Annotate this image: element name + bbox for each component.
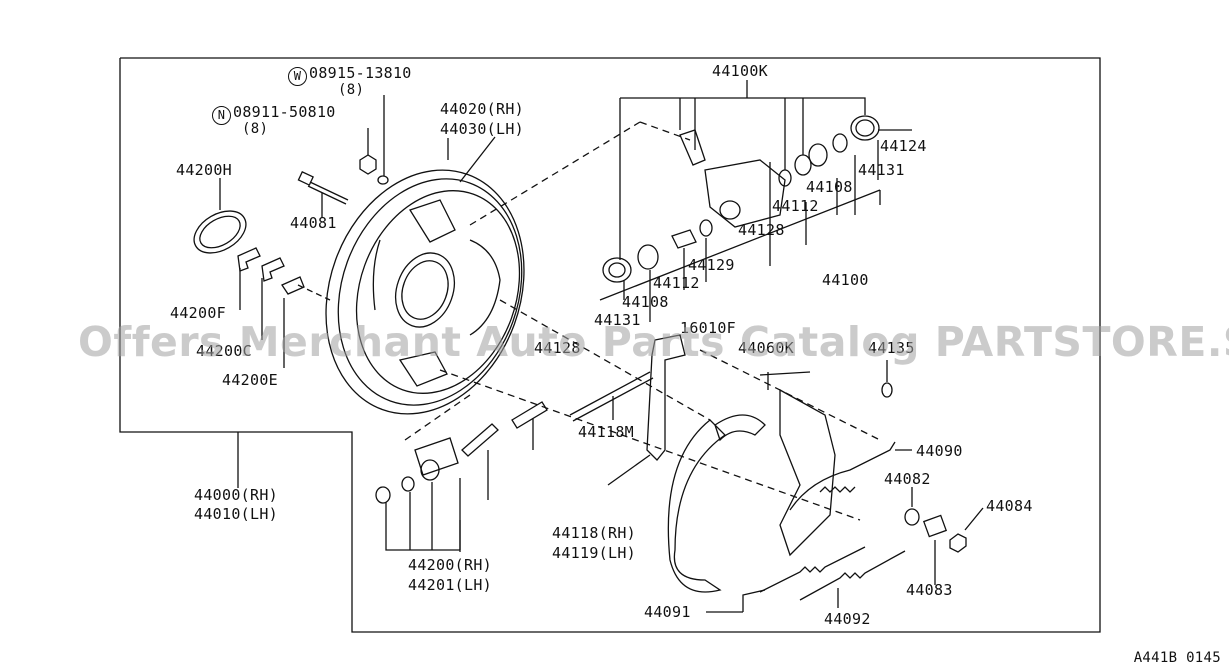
leader-lines (219, 136, 839, 613)
label-44124: 44124 (880, 137, 927, 155)
label-44090: 44090 (916, 442, 963, 460)
label-44092: 44092 (824, 610, 871, 628)
label-44083: 44083 (906, 581, 953, 599)
label-44200c: 44200C (196, 342, 252, 360)
label-44119-lh: 44119(LH) (552, 544, 636, 562)
label-w-qty: (8) (338, 82, 365, 98)
label-44091: 44091 (644, 603, 691, 621)
clips-44200 (237, 247, 331, 368)
label-44100: 44100 (822, 271, 869, 289)
label-44131-right: 44131 (858, 161, 905, 179)
label-44201-lh: 44201(LH) (408, 576, 492, 594)
label-44081: 44081 (290, 214, 337, 232)
label-44200-rh: 44200(RH) (408, 556, 492, 574)
bolt-44081 (297, 170, 349, 218)
hold-down-parts (881, 360, 984, 585)
label-44129: 44129 (688, 256, 735, 274)
label-44128-lower: 44128 (534, 339, 581, 357)
label-plate-rh: 44020(RH) (440, 100, 524, 118)
label-44200f: 44200F (170, 304, 226, 322)
assembly-frame (119, 57, 1101, 633)
label-44200h: 44200H (176, 161, 232, 179)
label-plate-lh: 44030(LH) (440, 120, 524, 138)
w-marker: W (288, 67, 307, 86)
brake-shoe-44060k (667, 371, 836, 593)
gasket-44200h (193, 210, 247, 254)
label-44010-lh: 44010(LH) (194, 505, 278, 523)
label-44200e: 44200E (222, 371, 278, 389)
label-44108-left: 44108 (622, 293, 669, 311)
strut-44118m (569, 371, 654, 422)
label-n-qty: (8) (242, 121, 269, 137)
label-16010f: 16010F (680, 319, 736, 337)
label-44084: 44084 (986, 497, 1033, 515)
label-44100k: 44100K (712, 62, 768, 80)
n-part-number: 08911-50810 (233, 103, 336, 121)
adjuster-group-44200 (375, 401, 548, 552)
watermark-text: Offers Merchant Auto Parts Catalog PARTS… (78, 318, 1229, 366)
label-44135: 44135 (868, 339, 915, 357)
label-44082: 44082 (884, 470, 931, 488)
label-44000-rh: 44000(RH) (194, 486, 278, 504)
diagram-code: A441B 0145 (1133, 650, 1221, 666)
backing-plate (325, 169, 525, 415)
wheel-cylinder-44100 (599, 80, 912, 322)
label-44118m: 44118M (578, 423, 634, 441)
n-marker: N (212, 106, 231, 125)
label-44131-left: 44131 (594, 311, 641, 329)
label-44060k: 44060K (738, 339, 794, 357)
springs (742, 441, 912, 612)
label-44108-right: 44108 (806, 178, 853, 196)
w-part-number: 08915-13810 (309, 64, 412, 82)
label-44128: 44128 (738, 221, 785, 239)
label-44118-rh: 44118(RH) (552, 524, 636, 542)
label-44112-right: 44112 (772, 197, 819, 215)
lever-44118 (607, 334, 686, 486)
label-44112-left: 44112 (653, 274, 700, 292)
nut-and-washer (359, 95, 389, 185)
